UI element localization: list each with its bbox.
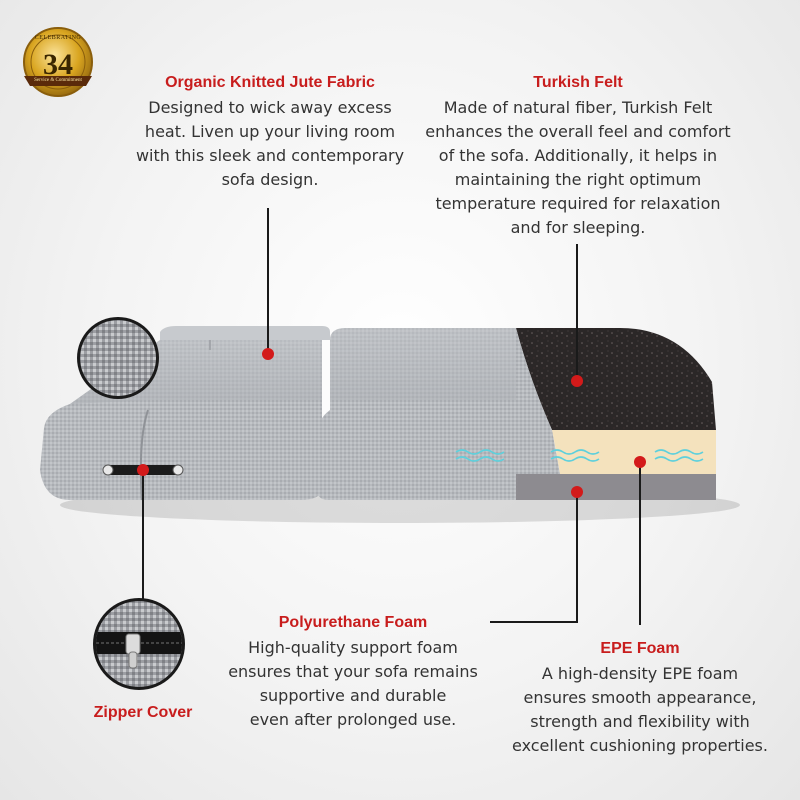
badge-top-text: CELEBRATING <box>34 35 82 41</box>
callout-line: even after prolonged use. <box>249 710 457 729</box>
wave-icon <box>455 449 704 462</box>
callout-line: ensures smooth appearance, <box>523 688 757 707</box>
callout-line: Designed to wick away excess <box>148 98 392 117</box>
fold-seam <box>139 409 149 501</box>
callout-line: Made of natural fiber, Turkish Felt <box>443 98 713 117</box>
badge-ribbon-text: Service & Commitment <box>34 78 82 83</box>
callout-polyurethane-foam: Polyurethane Foam High-quality support f… <box>218 614 488 732</box>
callout-line: supportive and durable <box>259 686 447 705</box>
callout-line: ensures that your sofa remains <box>228 662 478 681</box>
callout-line: temperature required for relaxation <box>435 194 721 213</box>
badge-seal-icon: CELEBRATING 34 Service & Commitment <box>20 26 96 102</box>
callout-line: sofa design. <box>221 170 319 189</box>
epe-foam-layer <box>552 430 716 474</box>
callout-line: enhances the overall feel and comfort <box>425 122 731 141</box>
fabric-zoom-circle <box>77 317 159 399</box>
badge-number: 34 <box>43 48 73 81</box>
callout-line: A high-density EPE foam <box>541 664 739 683</box>
callout-jute-fabric: Organic Knitted Jute Fabric Designed to … <box>120 74 420 192</box>
turkish-felt-layer <box>516 328 716 430</box>
callout-title: Organic Knitted Jute Fabric <box>165 74 375 91</box>
callout-line: strength and flexibility with <box>530 712 750 731</box>
leader-lines <box>142 208 641 625</box>
callout-line: maintaining the right optimum <box>454 170 702 189</box>
marker-dot-icon <box>137 348 646 498</box>
callout-line: of the sofa. Additionally, it helps in <box>438 146 718 165</box>
callout-line: and for sleeping. <box>510 218 646 237</box>
callout-line: heat. Liven up your living room <box>144 122 396 141</box>
callout-title: EPE Foam <box>600 640 680 657</box>
callout-epe-foam: EPE Foam A high-density EPE foam ensures… <box>500 640 780 758</box>
zipper-zoom-circle <box>93 598 185 690</box>
backrest-top <box>160 326 330 340</box>
callout-turkish-felt: Turkish Felt Made of natural fiber, Turk… <box>418 74 738 240</box>
callout-title: Polyurethane Foam <box>278 614 428 631</box>
callout-line: excellent cushioning properties. <box>512 736 768 755</box>
callout-title: Turkish Felt <box>533 74 623 91</box>
polyurethane-foam-layer <box>516 474 716 500</box>
callout-line: High-quality support foam <box>248 638 458 657</box>
callout-zipper-cover: Zipper Cover <box>93 704 193 721</box>
callout-line: with this sleek and contemporary <box>135 146 405 165</box>
